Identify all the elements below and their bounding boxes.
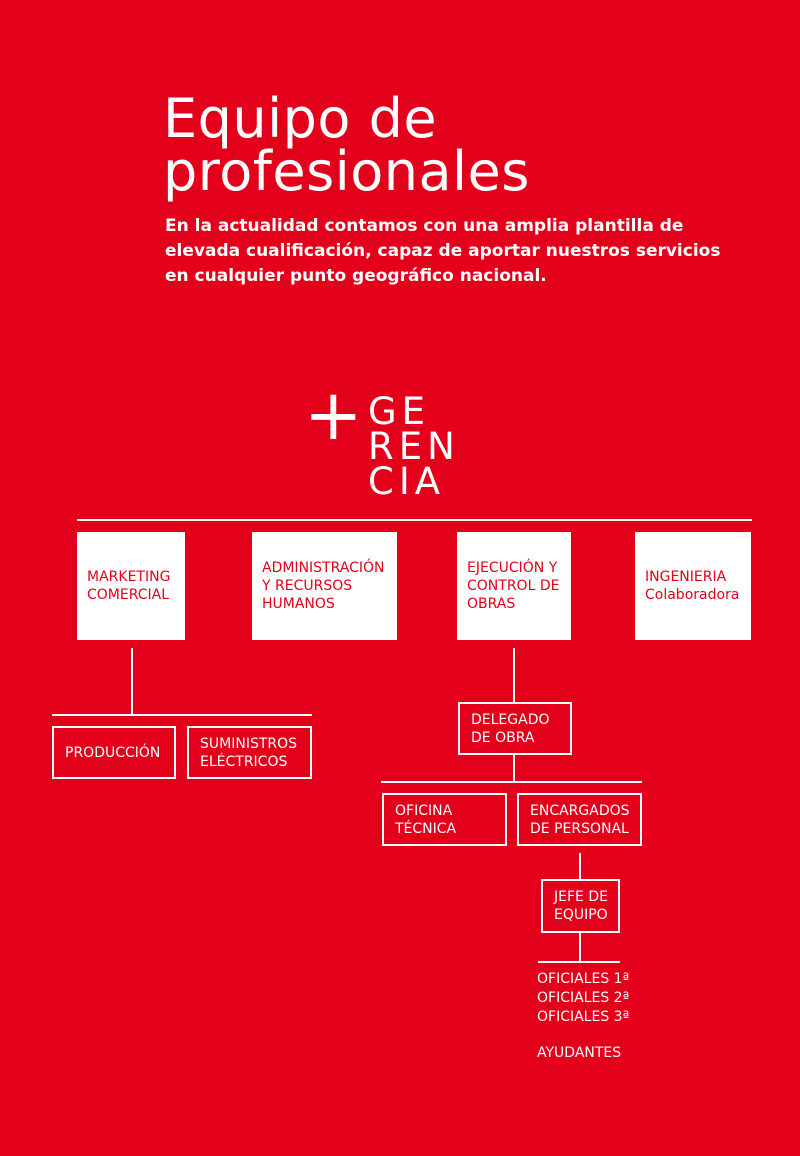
role-item: OFICIALES 1ª [537,971,630,987]
encargados-box: ENCARGADOS DE PERSONAL [517,793,642,846]
marketing-children-line [52,714,312,716]
gerencia-node: GE REN CIA [368,390,460,503]
dept-label: CONTROL DE [467,578,560,594]
node-label: OFICINA [395,802,453,819]
dept-label: Colaboradora [645,587,740,603]
delegado-children-line [381,781,642,783]
delegado-connector-line [513,755,515,782]
dept-label: ADMINISTRACIÓN [262,560,385,576]
gerencia-connector-line [77,519,752,521]
dept-label: INGENIERIA [645,569,727,585]
delegado-box: DELEGADO DE OBRA [458,702,572,755]
plus-icon: + [304,374,363,456]
title-line: profesionales [163,140,530,203]
dept-administracion-box: ADMINISTRACIÓN Y RECURSOS HUMANOS [252,532,397,640]
marketing-connector-line [131,648,133,715]
jefe-connector-line [579,933,581,962]
node-label: EQUIPO [554,907,608,923]
ejecucion-connector-line [513,648,515,702]
node-label: ENCARGADOS [530,802,630,819]
dept-ejecucion-box: EJECUCIÓN Y CONTROL DE OBRAS [457,532,571,640]
dept-label: MARKETING [87,569,171,585]
role-item: OFICIALES 2ª [537,990,630,1006]
node-label: DELEGADO [471,711,550,728]
dept-marketing-box: MARKETING COMERCIAL [77,532,185,640]
roles-list: OFICIALES 1ª OFICIALES 2ª OFICIALES 3ª A… [537,970,629,1063]
jefe-equipo-box: JEFE DE EQUIPO [541,879,620,933]
gerencia-line: REN [368,425,460,468]
produccion-box: PRODUCCIÓN [52,726,176,779]
role-item: AYUDANTES [537,1045,622,1061]
node-label: SUMINISTROS [200,735,298,752]
node-label: DE OBRA [471,729,535,746]
dept-label: Y RECURSOS [262,578,353,594]
roles-line [538,961,620,963]
node-label: DE PERSONAL [530,820,629,837]
node-label: JEFE DE [554,889,608,905]
dept-label: EJECUCIÓN Y [467,560,558,576]
dept-label: OBRAS [467,596,516,612]
intro-line: elevada cualificación, capaz de aportar … [165,241,721,261]
dept-label: HUMANOS [262,596,335,612]
gerencia-line: CIA [368,460,446,503]
title-line: Equipo de [163,87,438,150]
suministros-box: SUMINISTROS ELÉCTRICOS [187,726,312,779]
node-label: TÉCNICA [395,820,457,837]
oficina-tecnica-box: OFICINA TÉCNICA [382,793,507,846]
page-title: Equipo de profesionales [163,87,723,203]
intro-line: en cualquier punto geográfico nacional. [165,266,547,286]
role-item: OFICIALES 3ª [537,1009,630,1025]
dept-ingenieria-box: INGENIERIA Colaboradora [635,532,751,640]
intro-paragraph: En la actualidad contamos con una amplia… [165,214,745,289]
node-label: PRODUCCIÓN [65,744,161,761]
intro-line: En la actualidad contamos con una amplia… [165,216,684,236]
node-label: ELÉCTRICOS [200,753,288,770]
gerencia-line: GE [368,390,431,433]
encargados-connector-line [579,853,581,879]
dept-label: COMERCIAL [87,587,170,603]
